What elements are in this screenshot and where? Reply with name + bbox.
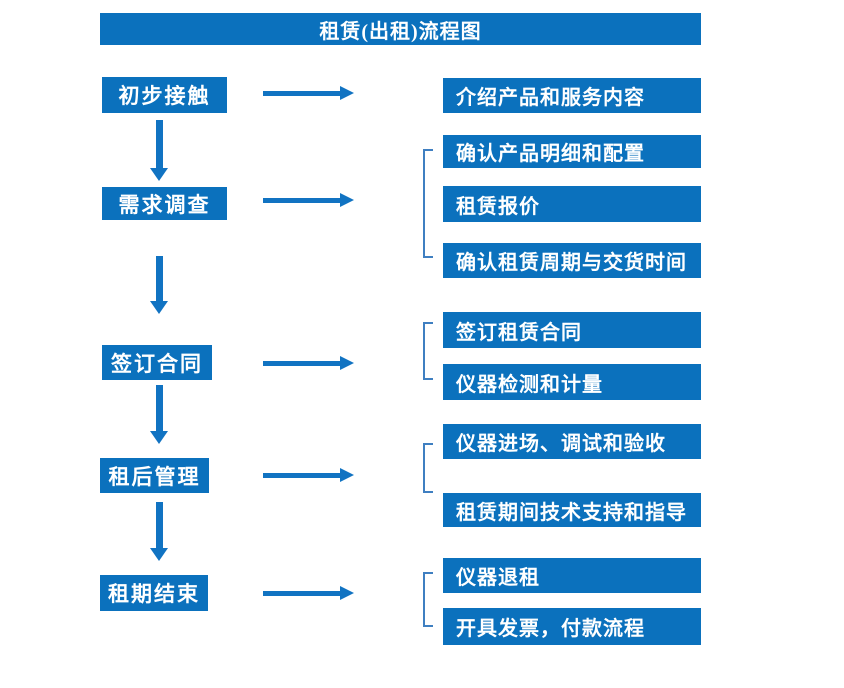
detail-box-rental-quote: 租赁报价 bbox=[443, 186, 701, 222]
step-box-post-rental-management: 租后管理 bbox=[100, 458, 209, 493]
arrow-right-5-stem bbox=[263, 591, 340, 596]
flowchart-title: 租赁(出租)流程图 bbox=[100, 13, 701, 45]
arrow-down-1-head bbox=[150, 168, 168, 181]
arrow-down-2-head bbox=[150, 301, 168, 314]
arrow-right-1-stem bbox=[263, 91, 340, 96]
step-box-demand-survey: 需求调查 bbox=[102, 187, 227, 220]
detail-box-invoice-payment: 开具发票，付款流程 bbox=[443, 608, 701, 645]
detail-box-instrument-return: 仪器退租 bbox=[443, 558, 701, 593]
bracket-group-lease-end bbox=[423, 572, 433, 627]
detail-box-instrument-testing: 仪器检测和计量 bbox=[443, 364, 701, 400]
detail-box-tech-support: 租赁期间技术支持和指导 bbox=[443, 493, 701, 527]
arrow-right-4-stem bbox=[263, 473, 340, 478]
arrow-down-4-stem bbox=[156, 502, 163, 548]
step-box-lease-end: 租期结束 bbox=[100, 575, 208, 611]
arrow-down-1-stem bbox=[156, 120, 163, 168]
detail-box-confirm-product-config: 确认产品明细和配置 bbox=[443, 135, 701, 168]
arrow-down-3-head bbox=[150, 431, 168, 444]
detail-box-sign-rental-contract: 签订租赁合同 bbox=[443, 312, 701, 348]
bracket-group-post-rental bbox=[423, 443, 433, 493]
arrow-down-3-stem bbox=[156, 385, 163, 431]
detail-box-introduce-products: 介绍产品和服务内容 bbox=[443, 78, 701, 113]
step-box-initial-contact: 初步接触 bbox=[102, 77, 227, 113]
detail-box-instrument-setup-acceptance: 仪器进场、调试和验收 bbox=[443, 424, 701, 459]
bracket-group-sign-contract bbox=[423, 322, 433, 380]
arrow-right-1-head bbox=[340, 86, 354, 100]
step-box-sign-contract: 签订合同 bbox=[102, 345, 212, 380]
arrow-right-2-head bbox=[340, 193, 354, 207]
arrow-right-2-stem bbox=[263, 198, 340, 203]
arrow-right-3-stem bbox=[263, 361, 340, 366]
arrow-down-4-head bbox=[150, 548, 168, 561]
arrow-right-5-head bbox=[340, 586, 354, 600]
arrow-down-2-stem bbox=[156, 256, 163, 301]
arrow-right-4-head bbox=[340, 468, 354, 482]
bracket-group-demand-survey bbox=[423, 149, 433, 258]
detail-box-confirm-period-delivery: 确认租赁周期与交货时间 bbox=[443, 243, 701, 278]
arrow-right-3-head bbox=[340, 356, 354, 370]
